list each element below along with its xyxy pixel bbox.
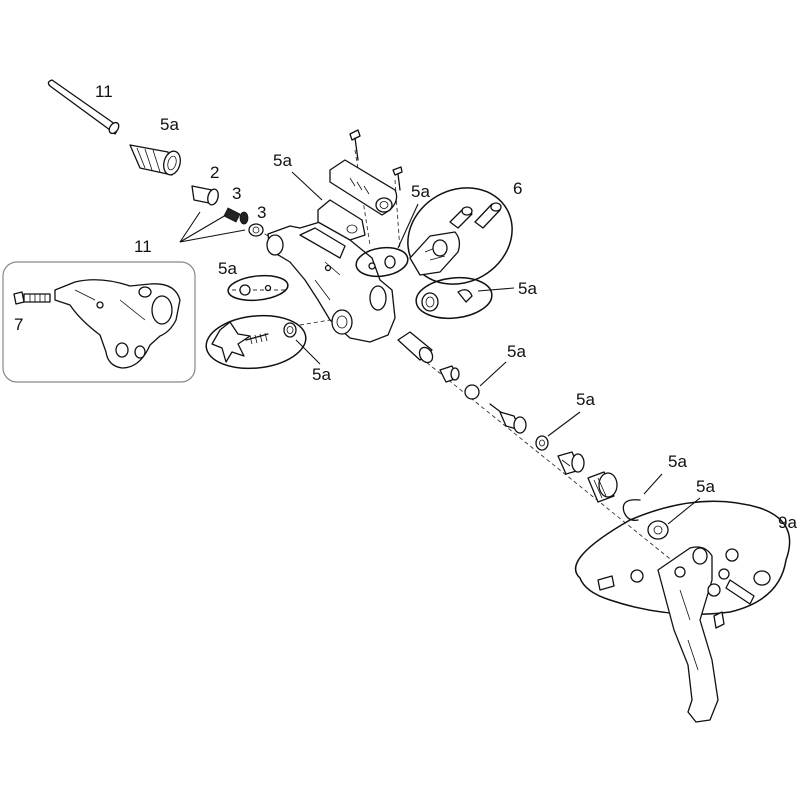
label-piston-cup: 5a <box>507 342 526 361</box>
small-hardware-group <box>355 246 409 278</box>
bleed-nut-part <box>248 223 264 237</box>
bladder-group <box>407 187 513 285</box>
reservoir-cap-part <box>329 129 403 216</box>
lever-kit-group <box>574 500 791 723</box>
label-bleed-screw-a: 3 <box>232 184 241 203</box>
reach-adjust-group <box>205 314 307 370</box>
hose-part <box>47 79 120 135</box>
label-bleed-screw-b: 3 <box>257 203 266 222</box>
label-hose: 11 <box>95 82 113 101</box>
leader-piston-cup <box>479 361 507 387</box>
washer-part <box>535 435 549 451</box>
label-hose-fitting: 5a <box>160 115 179 134</box>
label-bladder: 6 <box>513 179 522 198</box>
cap-seal-part <box>317 199 366 241</box>
leader-circlip <box>643 473 663 495</box>
plunger-part <box>557 451 585 475</box>
lever-body-part <box>266 221 396 343</box>
olive-part <box>191 185 219 206</box>
label-hose-group: 11 <box>134 237 152 256</box>
label-small-hardware: 5a <box>411 182 430 201</box>
leader-reservoir-cap <box>291 171 323 201</box>
leader-pivot-hardware <box>477 287 515 292</box>
label-clamp-screw: 5a <box>218 259 237 278</box>
pivot-hardware-group <box>415 276 493 320</box>
hose-fitting-part <box>129 144 181 176</box>
circlip-part <box>622 499 641 521</box>
piston-cup-part <box>439 365 460 383</box>
label-lever-kit: 9a <box>778 513 797 532</box>
leader-piston <box>547 411 581 437</box>
label-reservoir-cap: 5a <box>273 151 292 170</box>
leader-small-hardware <box>397 203 419 249</box>
leader-reach-adjust <box>295 339 321 365</box>
piston-part <box>489 403 527 434</box>
hose-group-leaders <box>179 211 246 243</box>
label-circlip: 5a <box>668 452 687 471</box>
threaded-bushing-part <box>587 471 618 503</box>
label-piston: 5a <box>576 390 595 409</box>
clamp-screw-group <box>227 274 289 302</box>
label-inset-bolt: 7 <box>14 315 23 334</box>
label-pivot-hardware: 5a <box>518 279 537 298</box>
leader-bushing <box>667 497 701 525</box>
piston-spring-part <box>397 331 434 364</box>
label-reach-adjust: 5a <box>312 365 331 384</box>
label-olive: 2 <box>210 163 219 182</box>
piston-seal-part <box>464 384 480 400</box>
label-bushing: 5a <box>696 477 715 496</box>
bleed-screw-part <box>223 207 249 225</box>
inset-detail-box <box>2 261 196 383</box>
